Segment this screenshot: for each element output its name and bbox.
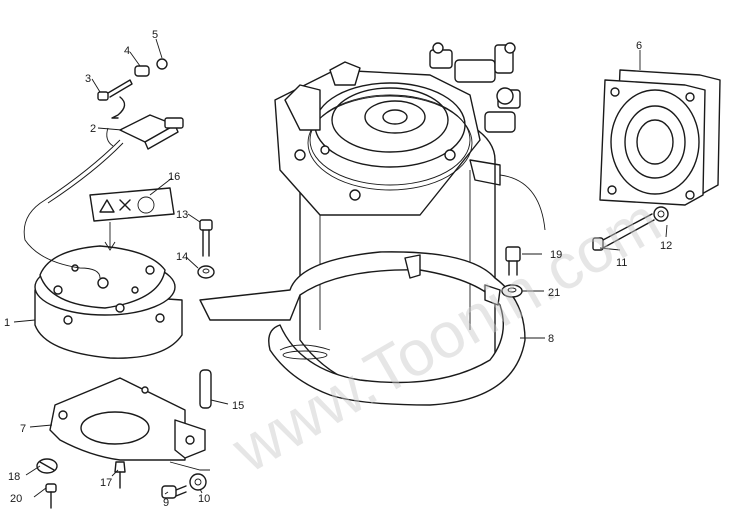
callout-9: 9 (163, 497, 169, 509)
callout-2: 2 (90, 123, 96, 135)
pin-15 (199, 369, 212, 409)
callout-21: 21 (548, 287, 560, 299)
callout-16: 16 (168, 171, 180, 183)
motor-housing (274, 42, 546, 396)
leader-lines (13, 38, 668, 498)
callout-numbers: 1 2 3 4 5 6 7 8 9 10 11 12 13 14 15 16 1… (4, 29, 672, 509)
long-bolt (592, 206, 669, 251)
callout-4: 4 (124, 45, 130, 57)
small-fasteners (97, 58, 168, 119)
callout-10: 10 (198, 493, 210, 505)
callout-15: 15 (232, 400, 244, 412)
callout-1: 1 (4, 317, 10, 329)
sensor-connector (23, 114, 184, 279)
callout-19: 19 (550, 249, 562, 261)
callout-14: 14 (176, 251, 188, 263)
callout-11: 11 (616, 257, 627, 269)
watermark-text: www.Toonin.com (220, 184, 673, 487)
callout-6: 6 (636, 40, 642, 52)
warning-label (89, 187, 175, 251)
callout-3: 3 (85, 73, 91, 85)
watermark: www.Toonin.com (220, 184, 673, 487)
bottom-fasteners (36, 458, 210, 509)
callout-18: 18 (8, 471, 20, 483)
callout-13: 13 (176, 209, 188, 221)
callout-8: 8 (548, 333, 554, 345)
clamp-band (199, 251, 526, 406)
valve-assembly (429, 42, 546, 231)
cover-cap (34, 245, 183, 359)
callout-20: 20 (10, 493, 22, 505)
mounting-bracket (49, 377, 206, 461)
callout-5: 5 (152, 29, 158, 41)
bolt-13 (197, 219, 215, 279)
callout-12: 12 (660, 240, 672, 252)
callout-17: 17 (100, 477, 112, 489)
gasket-plate (599, 69, 721, 206)
callout-7: 7 (20, 423, 26, 435)
